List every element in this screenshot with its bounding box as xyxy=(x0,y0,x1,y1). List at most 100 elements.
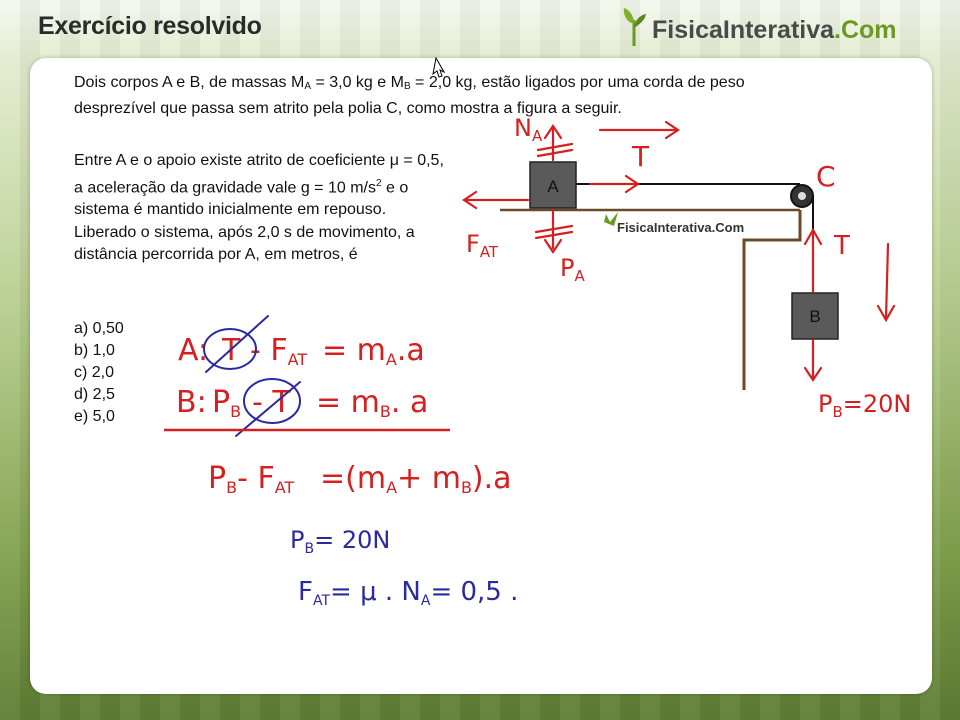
normal-strike-2 xyxy=(536,148,574,158)
tension-a-arrowhead xyxy=(624,174,640,194)
option-d: d) 2,5 xyxy=(74,386,115,403)
pb-line-value: = 20N xyxy=(314,526,390,554)
normal-arrowhead xyxy=(543,124,563,140)
pb-letter: P xyxy=(818,390,832,418)
fat-line-formula: = μ . N xyxy=(330,577,421,607)
page-title: Exercício resolvido xyxy=(38,12,262,40)
sum-rhs: =(mA+ mB).a xyxy=(320,461,512,497)
fat-subscript: AT xyxy=(480,243,499,261)
na-letter: N xyxy=(514,114,532,142)
pa-letter: P xyxy=(560,254,574,282)
na-subscript: A xyxy=(532,127,543,145)
brand-name: FisicaInterativa.Com xyxy=(652,16,897,45)
table-support xyxy=(742,210,802,390)
pa-subscript: A xyxy=(574,267,585,285)
eq-b-rhs-sub: B xyxy=(380,402,391,421)
leaf-icon xyxy=(623,8,646,46)
answer-options: a) 0,50 b) 1,0 c) 2,0 d) 2,5 e) 5,0 xyxy=(74,318,124,428)
sum-lhs-f-sub: AT xyxy=(275,478,295,497)
sum-rhs-close: ).a xyxy=(472,461,512,496)
motion-arrow xyxy=(884,242,890,320)
eq-b-tension: - T xyxy=(252,385,291,420)
eq-a-rhs-m: = m xyxy=(322,333,386,368)
brand-suffix: Com xyxy=(840,16,897,44)
normal-strike-1 xyxy=(536,142,574,152)
cancel-slash-a xyxy=(205,315,269,373)
fat-line-value: = 0,5 . xyxy=(430,577,518,607)
problem-text-1c: = 2,0 kg, estão ligados por uma corda de… xyxy=(410,74,745,91)
mass-a-subscript: A xyxy=(304,81,311,92)
fat-line-sub: AT xyxy=(313,593,330,609)
pb-value-label: PB=20N xyxy=(818,390,911,421)
motion-arrowhead xyxy=(876,304,896,323)
eq-b-label: B: xyxy=(176,385,207,420)
fat-line-sub-a: A xyxy=(421,593,431,609)
eq-a-rhs: = mA.a xyxy=(322,333,425,369)
problem-conditions: Entre A e o apoio existe atrito de coefi… xyxy=(74,150,444,267)
physics-diagram: A B FisicaInterativa.Com xyxy=(500,161,839,390)
squared-superscript: 2 xyxy=(375,177,382,189)
eq-a-rhs-sub: A xyxy=(386,350,397,369)
option-e: e) 5,0 xyxy=(74,408,115,425)
conditions-text-a: Entre A e o apoio existe atrito de coefi… xyxy=(74,152,444,196)
sum-rhs-sub-b: B xyxy=(461,478,472,497)
weight-b-arrowhead xyxy=(803,366,823,382)
cursor-icon xyxy=(432,56,446,78)
weight-a-arrowhead xyxy=(543,238,563,254)
block-a-label: A xyxy=(547,177,559,196)
sum-rhs-sub-a: A xyxy=(386,478,397,497)
pb-line-sub: B xyxy=(304,541,314,557)
option-c: c) 2,0 xyxy=(74,364,115,381)
tension-b-label: T xyxy=(833,231,850,261)
sum-lhs-p: P xyxy=(208,461,226,496)
sum-lhs-f: - F xyxy=(237,461,275,496)
problem-text-2: desprezível que passa sem atrito pela po… xyxy=(74,100,622,117)
eq-b-weight-sub: B xyxy=(230,402,241,421)
problem-text-1a: Dois corpos A e B, de massas M xyxy=(74,74,305,91)
block-a xyxy=(529,161,577,209)
option-a: a) 0,50 xyxy=(74,320,124,337)
cancel-circle-b xyxy=(243,378,301,424)
eq-b-weight-letter: P xyxy=(212,385,230,420)
pb-line-letter: P xyxy=(290,526,304,554)
watermark-leaf-icon xyxy=(604,212,618,226)
friction-line: FAT= μ . NA= 0,5 . xyxy=(298,577,518,609)
eq-a-friction-sub: AT xyxy=(288,350,308,369)
tension-top-label: T xyxy=(631,140,650,173)
brand-dot: . xyxy=(834,16,841,44)
eq-a-rhs-end: .a xyxy=(397,333,425,368)
brand-main: FisicaInterativa xyxy=(652,16,835,44)
block-b-label: B xyxy=(809,307,820,326)
sum-rhs-open: =(m xyxy=(320,461,386,496)
eq-a-friction: - FAT xyxy=(250,333,307,369)
pb-subscript: B xyxy=(832,403,842,421)
block-b xyxy=(791,292,839,340)
pa-label: PA xyxy=(560,254,585,285)
cancel-circle-a xyxy=(203,328,257,370)
content-panel xyxy=(30,58,932,694)
cancel-slash-b xyxy=(235,381,301,437)
equations-red: A: T - FAT = mA.a B: PB - T = mB. a PB- … xyxy=(176,333,512,497)
pb-value: =20N xyxy=(843,390,912,418)
problem-text-1b: = 3,0 kg e M xyxy=(311,74,404,91)
force-arrows xyxy=(462,120,896,382)
fat-letter: F xyxy=(466,230,480,258)
conditions-text-b: e o sistema é mantido inicialmente em re… xyxy=(74,178,415,264)
mass-b-subscript: B xyxy=(403,81,411,92)
cancel-marks xyxy=(203,315,301,437)
pulley-axle xyxy=(798,192,806,200)
fat-line-letter: F xyxy=(298,577,313,607)
problem-statement: Dois corpos A e B, de massas MA = 3,0 kg… xyxy=(74,72,904,120)
eq-b-rhs-m: = m xyxy=(316,385,380,420)
friction-label: FAT xyxy=(466,230,499,261)
weight-strike-2 xyxy=(534,230,574,240)
na-label: NA xyxy=(514,114,543,145)
pb-value-line: PB= 20N xyxy=(290,526,390,557)
sum-rhs-plus: + m xyxy=(397,461,461,496)
eq-b-rhs-end: . a xyxy=(391,385,428,420)
diagram-labels: NA T C FAT PA T PB=20N xyxy=(466,114,911,421)
sum-lhs-sub: B xyxy=(226,478,237,497)
eq-b-weight: PB xyxy=(212,385,241,421)
eq-b-rhs: = mB. a xyxy=(316,385,428,421)
